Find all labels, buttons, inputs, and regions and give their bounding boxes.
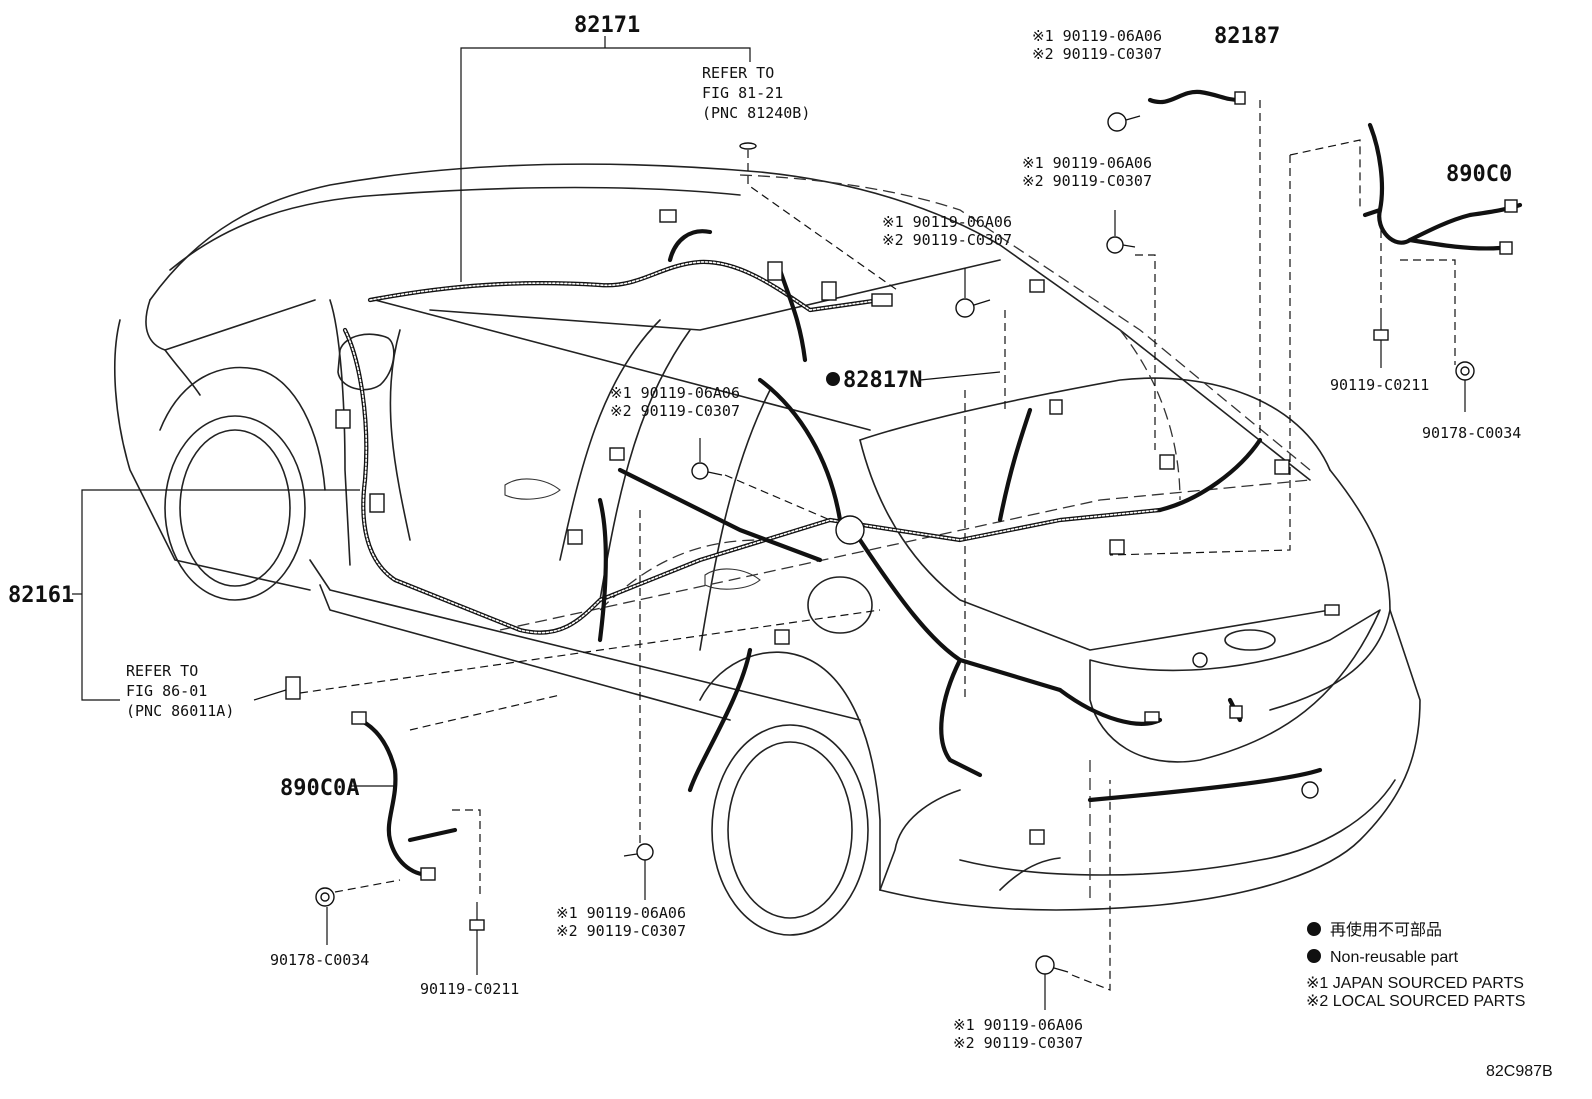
bolt-mid2-japan-label: ※1 90119-06A06 bbox=[882, 213, 1012, 231]
legend-local-sourced-text: ※2 LOCAL SOURCED PARTS bbox=[1306, 993, 1525, 1010]
bolt-bottom2-local-label: ※2 90119-C0307 bbox=[953, 1034, 1083, 1052]
car-body bbox=[114, 163, 1421, 936]
nut-left-label: 90178-C0034 bbox=[270, 951, 369, 969]
pnc-82817N-label: 82817N bbox=[843, 368, 922, 393]
bolt-mid1-japan-label: ※1 90119-06A06 bbox=[1022, 154, 1152, 172]
nut-right-label: 90178-C0034 bbox=[1422, 424, 1521, 442]
pnc-82171-label: 82171 bbox=[574, 13, 640, 38]
bolt-bottom1-japan-label: ※1 90119-06A06 bbox=[556, 904, 686, 922]
legend-nonreusable-text: Non-reusable part bbox=[1330, 949, 1459, 966]
ref-top-line3: (PNC 81240B) bbox=[702, 104, 810, 122]
harness-82161-floor bbox=[342, 327, 1323, 803]
ref-left-line3: (PNC 86011A) bbox=[126, 702, 234, 720]
screw-right-label: 90119-C0211 bbox=[1330, 376, 1429, 394]
harness-82171-roof bbox=[367, 229, 883, 363]
legend-japan-sourced-text: ※1 JAPAN SOURCED PARTS bbox=[1306, 975, 1524, 992]
legend-dot-icon bbox=[1307, 922, 1321, 936]
bolt-82187-japan-label: ※1 90119-06A06 bbox=[1032, 27, 1162, 45]
pnc-890C0-label: 890C0 bbox=[1446, 162, 1512, 187]
bolt-icon bbox=[691, 462, 723, 480]
bolt-82187-local-label: ※2 90119-C0307 bbox=[1032, 45, 1162, 63]
bolt-mid1-local-label: ※2 90119-C0307 bbox=[1022, 172, 1152, 190]
legend-jp-text: 再使用不可部品 bbox=[1330, 921, 1442, 939]
part-labels: 82171 82187 890C0 82161 890C0A 82817N ※1… bbox=[8, 13, 1521, 1052]
bolt-icon bbox=[1106, 236, 1136, 254]
leader-lines bbox=[72, 36, 1466, 1010]
nut-icon bbox=[315, 887, 335, 907]
grommet-icon bbox=[739, 142, 757, 150]
legend: 再使用不可部品 Non-reusable part ※1 JAPAN SOURC… bbox=[1306, 921, 1525, 1010]
bolt-center-japan-label: ※1 90119-06A06 bbox=[610, 384, 740, 402]
nut-icon bbox=[1455, 361, 1475, 381]
bolt-center-local-label: ※2 90119-C0307 bbox=[610, 402, 740, 420]
bolt-icon bbox=[623, 843, 654, 861]
bolt-icon bbox=[955, 298, 991, 318]
bolt-icon bbox=[1107, 112, 1141, 132]
non-reusable-dot-icon bbox=[826, 372, 840, 386]
ref-top-line1: REFER TO bbox=[702, 64, 774, 82]
ref-top-line2: FIG 81-21 bbox=[702, 84, 783, 102]
pnc-890C0A-label: 890C0A bbox=[280, 776, 359, 801]
pnc-82187-label: 82187 bbox=[1214, 24, 1280, 49]
screw-icon bbox=[1373, 310, 1389, 341]
legend-dot-icon bbox=[1307, 949, 1321, 963]
fasteners bbox=[315, 112, 1475, 975]
figure-id: 82C987B bbox=[1486, 1063, 1553, 1080]
harness-82187 bbox=[1147, 89, 1243, 104]
screw-icon bbox=[469, 902, 485, 931]
screw-left-label: 90119-C0211 bbox=[420, 980, 519, 998]
bolt-bottom1-local-label: ※2 90119-C0307 bbox=[556, 922, 686, 940]
bolt-bottom2-japan-label: ※1 90119-06A06 bbox=[953, 1016, 1083, 1034]
pnc-82161-label: 82161 bbox=[8, 583, 74, 608]
harness-890C0A bbox=[357, 717, 458, 878]
bolt-mid2-local-label: ※2 90119-C0307 bbox=[882, 231, 1012, 249]
ref-left-line2: FIG 86-01 bbox=[126, 682, 207, 700]
connectors bbox=[285, 91, 1518, 881]
harness-890C0 bbox=[1362, 122, 1523, 251]
ref-left-line1: REFER TO bbox=[126, 662, 198, 680]
bolt-icon bbox=[1035, 955, 1069, 975]
